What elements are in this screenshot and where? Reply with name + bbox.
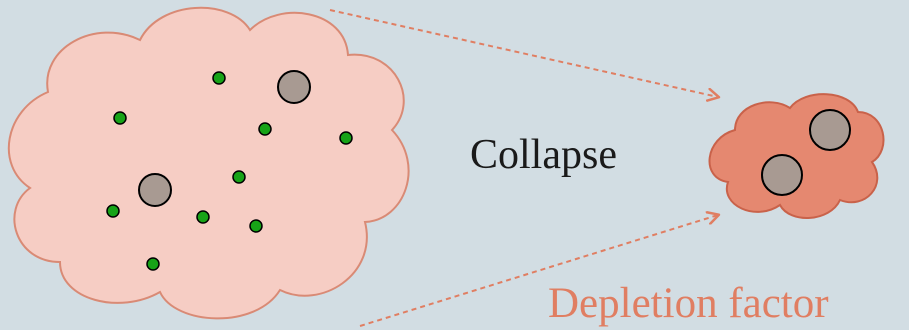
large-particle <box>810 110 850 150</box>
small-particle <box>114 112 126 124</box>
large-particle <box>762 155 802 195</box>
small-particle <box>259 123 271 135</box>
small-particle <box>213 72 225 84</box>
small-particle <box>233 171 245 183</box>
small-particle <box>107 205 119 217</box>
small-cloud <box>710 94 884 218</box>
small-particle <box>250 220 262 232</box>
large-cloud <box>9 8 409 319</box>
large-particle <box>278 71 310 103</box>
collapse-label: Collapse <box>470 134 617 176</box>
depletion-factor-label: Depletion factor <box>548 282 829 325</box>
large-particle <box>139 174 171 206</box>
small-particle <box>197 211 209 223</box>
small-particle <box>147 258 159 270</box>
small-particle <box>340 132 352 144</box>
